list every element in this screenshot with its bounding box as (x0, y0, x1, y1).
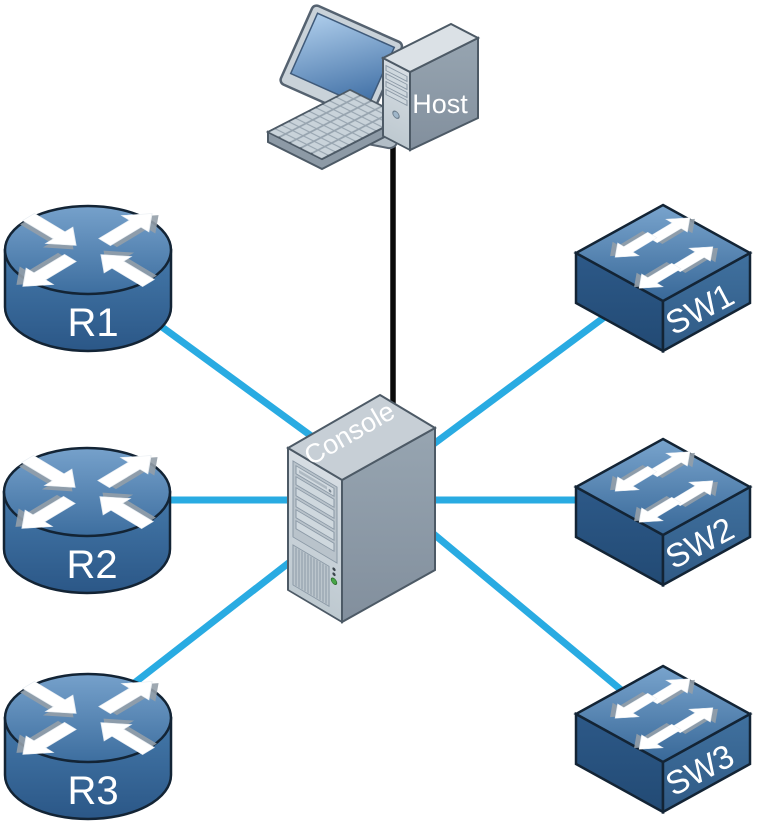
host-label: Host (412, 89, 468, 119)
r3-label: R3 (67, 769, 118, 813)
node-sw3: SW3 (576, 666, 750, 812)
node-console: Console (286, 393, 437, 624)
link-sw3-console (397, 503, 653, 717)
desktop-computer-icon: Host (265, 4, 481, 171)
switch-icon (576, 205, 750, 351)
node-r2: R2 (2, 446, 171, 593)
node-sw2: SW2 (576, 439, 750, 585)
r2-label: R2 (66, 543, 117, 587)
node-host: Host (265, 4, 481, 171)
tower-server-icon: Console (286, 393, 437, 624)
switch-icon (576, 439, 750, 585)
power-button-icon (392, 110, 400, 119)
monitor-screen (289, 12, 396, 109)
led-icon (332, 567, 336, 572)
node-sw1: SW1 (576, 205, 750, 351)
switch-icon (576, 666, 750, 812)
keyboard-icon (265, 88, 407, 171)
node-r3: R3 (3, 672, 172, 819)
led-icon (332, 572, 336, 577)
host-tower-icon: Host (380, 22, 481, 152)
node-r1: R1 (3, 204, 172, 351)
power-led-icon (330, 577, 338, 585)
r1-label: R1 (67, 301, 118, 345)
